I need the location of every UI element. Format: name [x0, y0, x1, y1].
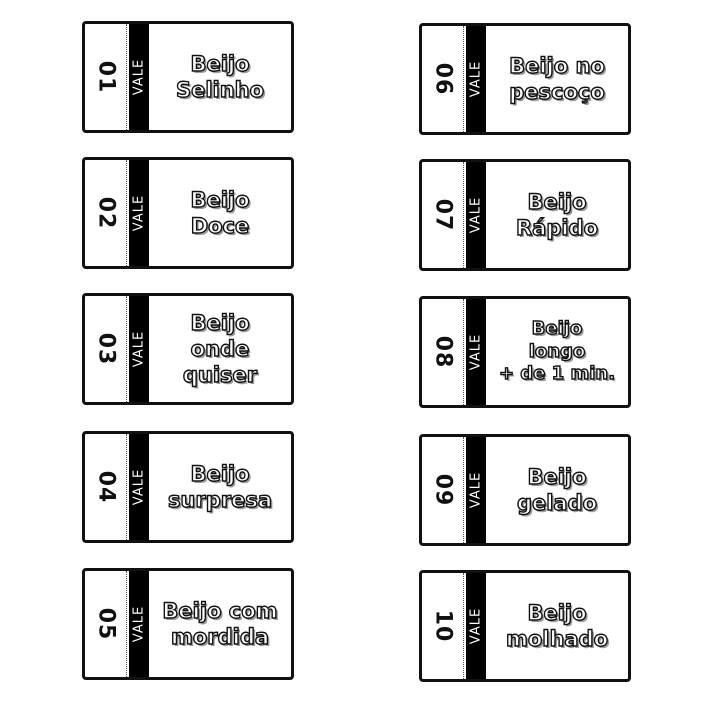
vale-label: VALE	[468, 333, 484, 371]
ticket-label: Beijo onde quiser	[182, 310, 258, 388]
vale-label: VALE	[468, 471, 484, 509]
voucher-ticket-07: 07 VALE Beijo Rápido	[419, 159, 631, 271]
voucher-ticket-01: 01 VALE Beijo Selinho	[82, 21, 294, 133]
ticket-number: 10	[430, 609, 455, 643]
voucher-ticket-06: 06 VALE Beijo no pescoço	[419, 23, 631, 135]
ticket-stub: 05	[85, 571, 127, 677]
vale-label: VALE	[131, 194, 147, 232]
vale-label: VALE	[131, 468, 147, 506]
ticket-number: 05	[93, 607, 118, 641]
voucher-ticket-05: 05 VALE Beijo com mordida	[82, 568, 294, 680]
ticket-stub: 06	[422, 26, 464, 132]
ticket-label: Beijo gelado	[516, 464, 598, 516]
ticket-stub: 04	[85, 434, 127, 540]
ticket-label: Beijo Rápido	[515, 189, 599, 241]
ticket-stub: 09	[422, 437, 464, 543]
ticket-label: Beijo surpresa	[167, 461, 273, 513]
ticket-stub: 07	[422, 162, 464, 268]
ticket-number: 07	[430, 198, 455, 232]
ticket-stub: 03	[85, 296, 127, 402]
ticket-label: Beijo com mordida	[162, 598, 279, 650]
vale-label: VALE	[131, 605, 147, 643]
vale-band: VALE	[466, 26, 486, 132]
ticket-number: 06	[430, 62, 455, 96]
ticket-number: 01	[93, 60, 118, 94]
voucher-ticket-08: 08 VALE Beijo longo + de 1 min.	[419, 296, 631, 408]
vale-band: VALE	[466, 437, 486, 543]
ticket-number: 09	[430, 473, 455, 507]
ticket-label: Beijo no pescoço	[508, 53, 605, 105]
ticket-stub: 08	[422, 299, 464, 405]
ticket-number: 02	[93, 196, 118, 230]
vale-label: VALE	[468, 196, 484, 234]
voucher-ticket-10: 10 VALE Beijo molhado	[419, 570, 631, 682]
ticket-number: 08	[430, 335, 455, 369]
ticket-stub: 10	[422, 573, 464, 679]
vale-band: VALE	[129, 571, 149, 677]
vale-band: VALE	[129, 24, 149, 130]
voucher-ticket-02: 02 VALE Beijo Doce	[82, 157, 294, 269]
vale-band: VALE	[129, 434, 149, 540]
vale-band: VALE	[466, 573, 486, 679]
vale-band: VALE	[466, 299, 486, 405]
ticket-stub: 02	[85, 160, 127, 266]
vale-band: VALE	[129, 296, 149, 402]
voucher-ticket-04: 04 VALE Beijo surpresa	[82, 431, 294, 543]
voucher-ticket-03: 03 VALE Beijo onde quiser	[82, 293, 294, 405]
ticket-number: 03	[93, 332, 118, 366]
ticket-number: 04	[93, 470, 118, 504]
voucher-ticket-09: 09 VALE Beijo gelado	[419, 434, 631, 546]
vale-band: VALE	[466, 162, 486, 268]
ticket-label: Beijo Selinho	[175, 51, 265, 103]
ticket-label: Beijo Doce	[190, 187, 250, 239]
vale-band: VALE	[129, 160, 149, 266]
vale-label: VALE	[468, 60, 484, 98]
ticket-stub: 01	[85, 24, 127, 130]
vale-label: VALE	[131, 58, 147, 96]
vale-label: VALE	[468, 607, 484, 645]
vale-label: VALE	[131, 330, 147, 368]
ticket-label: Beijo molhado	[505, 600, 609, 652]
ticket-label: Beijo longo + de 1 min.	[498, 318, 616, 385]
